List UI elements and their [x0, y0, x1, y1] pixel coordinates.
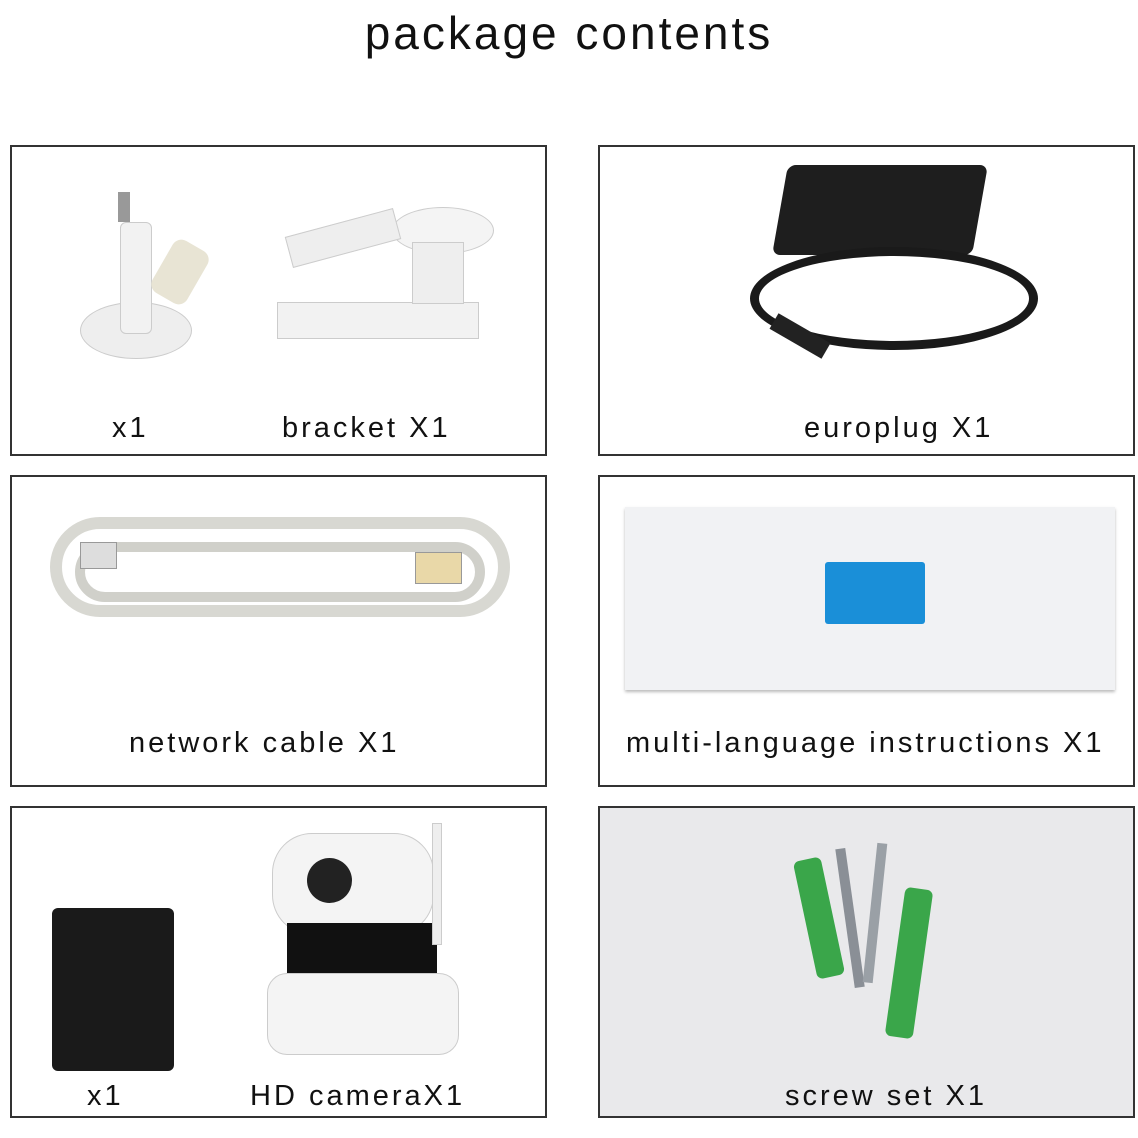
instructions-panel: multi-language instructions X1 — [598, 475, 1135, 787]
item-label: network cable X1 — [129, 727, 400, 759]
hd-camera-image — [267, 823, 467, 1063]
bracket-panel: x1 bracket X1 — [10, 145, 547, 456]
item-label: x1 — [87, 1080, 124, 1112]
item-label: screw set X1 — [785, 1080, 987, 1112]
screw-set-image — [792, 838, 945, 1048]
item-label: europlug X1 — [804, 412, 994, 444]
network-cable-image — [50, 512, 515, 632]
page-title: package contents — [364, 7, 774, 59]
item-label: multi-language instructions X1 — [626, 727, 1105, 759]
screw-set-panel: screw set X1 — [598, 806, 1135, 1118]
small-bracket-image — [70, 187, 213, 362]
microsd-card-image — [52, 908, 174, 1071]
item-label: bracket X1 — [282, 412, 451, 444]
camera-panel: x1 HD cameraX1 — [10, 806, 547, 1118]
large-bracket-image — [272, 202, 502, 342]
item-label: x1 — [112, 412, 149, 444]
instructions-logo — [825, 562, 925, 624]
network-cable-panel: network cable X1 — [10, 475, 547, 787]
instructions-booklet-image — [625, 507, 1115, 690]
item-label: HD cameraX1 — [250, 1080, 466, 1112]
europlug-panel: europlug X1 — [598, 145, 1135, 456]
power-adapter-image — [740, 157, 1040, 387]
